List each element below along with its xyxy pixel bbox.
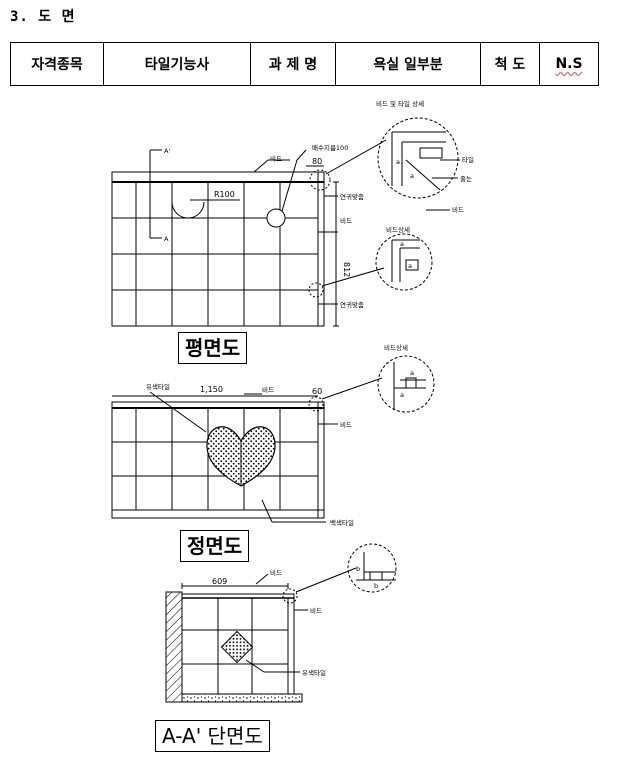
front-dim-60: 60	[312, 387, 322, 396]
plan-detail1-tile: 타일	[462, 155, 474, 164]
plan-detail1-title: 비드 및 타일 상세	[376, 99, 424, 108]
plan-detail1-grout: 줄눈	[460, 175, 472, 183]
plan-bead-label: 비드	[270, 154, 282, 163]
plan-a-prime-label: A'	[164, 147, 170, 155]
section-caption: A-A' 단면도	[155, 720, 270, 752]
plan-a-label: A	[164, 235, 169, 243]
plan-view	[111, 139, 387, 327]
section-view	[165, 543, 397, 703]
cell-scale-value: N.S	[539, 42, 599, 86]
plan-dim-80: 80	[312, 157, 322, 166]
front-color-tile-label: 유색타일	[146, 382, 170, 391]
plan-detail1-bead: 비드	[452, 205, 464, 214]
front-caption: 정면도	[180, 530, 250, 562]
front-dim-1150: 1,150	[200, 385, 223, 394]
front-bead-label-2: 비드	[340, 420, 352, 429]
section-detail-b1: b	[356, 565, 360, 573]
plan-dim-812: 812	[342, 262, 351, 277]
cell-task-label: 과 제 명	[250, 42, 336, 86]
plan-detail2-title: 비드상세	[386, 225, 410, 234]
plan-detail1-a2: a	[410, 172, 414, 180]
section-bead-label: 비드	[270, 568, 282, 577]
cell-qualification-label: 자격종목	[10, 42, 104, 86]
plan-detail-bead	[375, 233, 433, 291]
plan-drain-label: 배수지름100	[312, 143, 348, 152]
plan-detail1-a1: a	[396, 158, 400, 166]
section-color-tile-label: 유색타일	[302, 668, 326, 677]
front-bead-label: 비드	[262, 385, 274, 394]
title-block-table: 자격종목 타일기능사 과 제 명 욕실 일부분 척 도 N.S	[10, 42, 599, 86]
plan-bead-label-2: 비드	[340, 216, 352, 225]
cell-qualification-value: 타일기능사	[103, 42, 251, 86]
plan-miter-label-2: 연귀맞춤	[340, 300, 364, 309]
front-detail-a2: a	[400, 391, 404, 399]
section-bead-label-2: 비드	[310, 606, 322, 615]
plan-detail2-a2: a	[408, 262, 412, 270]
front-detail-a1: a	[410, 369, 414, 377]
section-dim-609: 609	[212, 577, 227, 586]
front-white-tile-label: 백색타일	[330, 518, 354, 527]
plan-caption: 평면도	[178, 332, 248, 364]
front-detail-title: 비드상세	[384, 343, 408, 352]
plan-r100-label: R100	[214, 190, 235, 199]
section-title: 3. 도 면	[10, 9, 76, 25]
front-view	[111, 355, 435, 523]
section-detail-b2: b	[374, 582, 378, 590]
plan-detail2-a1: a	[400, 240, 404, 248]
cell-task-value: 욕실 일부분	[335, 42, 481, 86]
plan-miter-label-1: 연귀맞춤	[340, 192, 364, 201]
plan-detail-bead-tile	[377, 117, 460, 211]
